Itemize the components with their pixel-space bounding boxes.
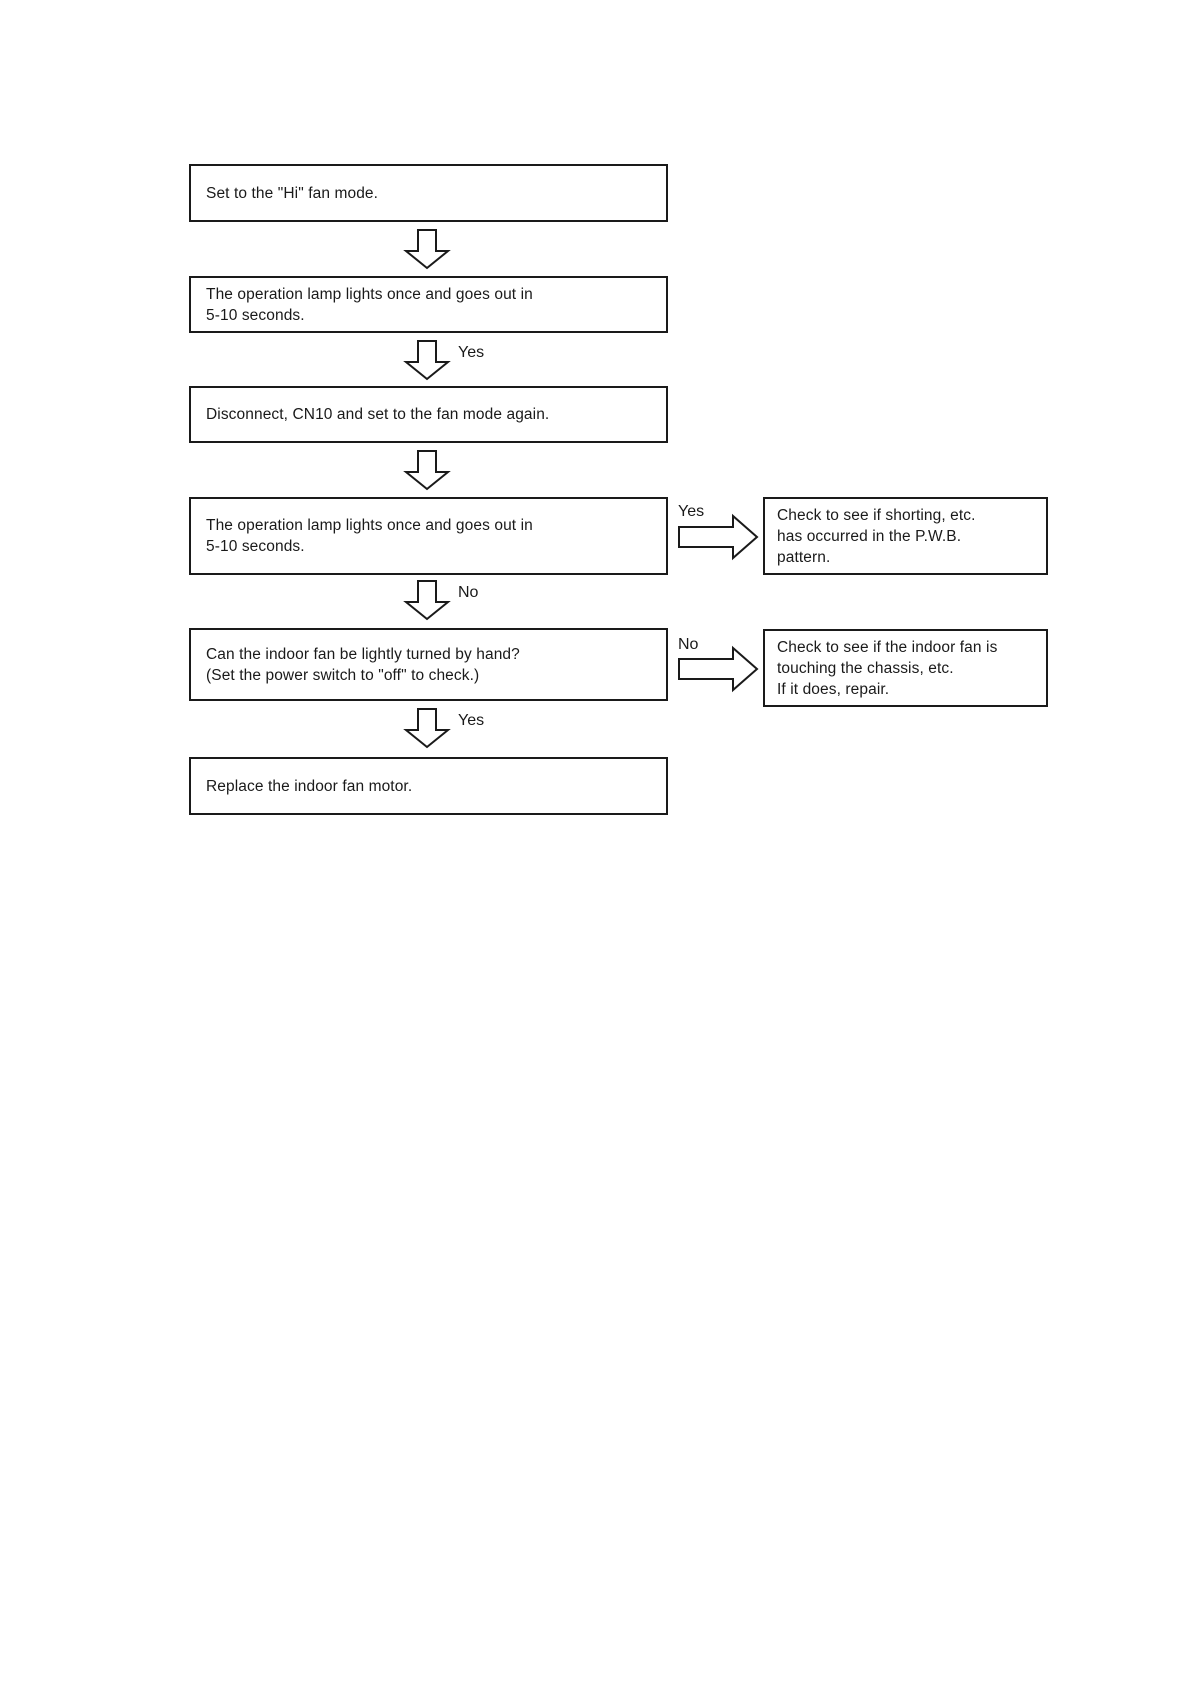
flow-step-text: The operation lamp lights once and goes …: [206, 517, 533, 555]
down-arrow-2-label: Yes: [458, 344, 485, 361]
right-arrow-1-icon: [678, 513, 759, 561]
down-arrow-2-icon: [403, 340, 451, 381]
flow-side-step-check-pwb-shorting: Check to see if shorting, etc. has occur…: [763, 497, 1048, 575]
flow-step-text: Disconnect, CN10 and set to the fan mode…: [206, 406, 550, 423]
right-arrow-2-icon: [678, 645, 759, 693]
flow-side-step-check-fan-chassis: Check to see if the indoor fan is touchi…: [763, 629, 1048, 707]
flow-step-text: Set to the "Hi" fan mode.: [206, 184, 379, 202]
side-arrow-2-label: No: [678, 636, 699, 653]
flow-side-step-text: Check to see if the indoor fan is touchi…: [777, 638, 998, 698]
flow-side-step-text: Check to see if shorting, etc. has occur…: [777, 506, 976, 566]
flow-step-set-hi-fan-mode: Set to the "Hi" fan mode.: [189, 164, 668, 222]
down-arrow-1-icon: [403, 229, 451, 270]
down-arrow-3-icon: [403, 450, 451, 491]
flow-connectors: [403, 229, 759, 749]
down-arrow-4-icon: [403, 580, 451, 621]
flow-step-indoor-fan-turn-check: Can the indoor fan be lightly turned by …: [189, 628, 668, 701]
down-arrow-5-label: Yes: [458, 712, 485, 729]
flow-step-text: Replace the indoor fan motor.: [206, 777, 413, 795]
side-arrow-1-label: Yes: [678, 503, 705, 520]
flow-step-lamp-lights-second-check: The operation lamp lights once and goes …: [189, 497, 668, 575]
down-arrow-5-icon: [403, 708, 451, 749]
flow-step-lamp-lights-first-check: The operation lamp lights once and goes …: [189, 276, 668, 333]
flow-step-text: Can the indoor fan be lightly turned by …: [206, 645, 520, 684]
flow-step-disconnect-cn10: Disconnect, CN10 and set to the fan mode…: [189, 386, 668, 443]
flow-step-text: The operation lamp lights once and goes …: [206, 285, 533, 324]
down-arrow-4-label: No: [458, 584, 479, 601]
flow-step-replace-fan-motor: Replace the indoor fan motor.: [189, 757, 668, 815]
